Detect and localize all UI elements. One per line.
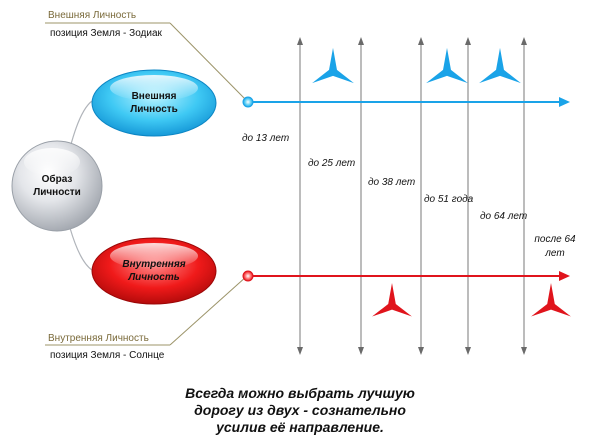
tri-star-icon — [531, 282, 571, 317]
inner-node[interactable] — [91, 237, 217, 305]
outer-node-line2: Личность — [130, 104, 178, 115]
timeline-divider — [418, 37, 424, 355]
arrowhead-icon — [358, 347, 364, 355]
outer-title: Внешняя Личность — [48, 10, 137, 21]
caption-line2: дорогу из двух - сознательно — [194, 402, 406, 418]
timeline-divider — [297, 37, 303, 355]
outer-path-start-dot — [242, 96, 254, 108]
callout-lines — [45, 22, 248, 346]
outer-node[interactable] — [91, 69, 217, 137]
inner-node-line1: Внутренняя — [122, 259, 186, 270]
age-label-38: до 38 лет — [368, 177, 416, 188]
arrowhead-icon — [559, 97, 570, 107]
tri-star-icon — [426, 47, 468, 84]
tri-star-icon — [372, 282, 412, 317]
age-label-13: до 13 лет — [242, 133, 290, 144]
timeline-dividers — [297, 37, 527, 355]
timeline-divider — [465, 37, 471, 355]
arrowhead-icon — [418, 37, 424, 45]
caption: Всегда можно выбрать лучшую дорогу из дв… — [170, 385, 430, 436]
caption-line1: Всегда можно выбрать лучшую — [185, 385, 415, 401]
age-label-after-64-line1: после 64 — [534, 234, 576, 245]
timeline-divider — [521, 37, 527, 355]
tri-star-icon — [312, 47, 354, 84]
arrowhead-icon — [358, 37, 364, 45]
node-connectors — [69, 100, 93, 271]
inner-node-label: Внутренняя Личность — [114, 258, 194, 284]
age-label-64: до 64 лет — [480, 211, 528, 222]
outer-subtitle: позиция Земля - Зодиак — [50, 28, 162, 39]
arrowhead-icon — [521, 37, 527, 45]
age-label-after-64: после 64 лет — [530, 233, 580, 261]
caption-line3: усилив её направление. — [216, 419, 384, 435]
inner-node-line2: Личность — [128, 272, 180, 283]
inner-path-start-dot — [242, 270, 254, 282]
age-label-51: до 51 года — [424, 194, 474, 205]
inner-title: Внутренняя Личность — [48, 333, 149, 344]
outer-node-label: Внешняя Личность — [114, 90, 194, 116]
arrowhead-icon — [521, 347, 527, 355]
outer-node-line1: Внешняя — [131, 91, 177, 102]
outer-path-arrow — [242, 96, 570, 108]
arrowhead-icon — [559, 271, 570, 281]
age-label-25: до 25 лет — [308, 158, 356, 169]
center-node-label: Образ Личности — [17, 173, 97, 199]
inner-subtitle: позиция Земля - Солнце — [50, 350, 165, 361]
center-node-line1: Образ — [41, 174, 73, 185]
markers — [312, 47, 571, 317]
arrowhead-icon — [418, 347, 424, 355]
arrowhead-icon — [297, 37, 303, 45]
age-label-after-64-line2: лет — [545, 248, 565, 259]
timeline-divider — [358, 37, 364, 355]
arrowhead-icon — [465, 347, 471, 355]
arrowhead-icon — [465, 37, 471, 45]
center-node[interactable] — [11, 140, 103, 232]
inner-path-arrow — [242, 270, 570, 282]
tri-star-icon — [479, 47, 521, 84]
arrowhead-icon — [297, 347, 303, 355]
center-node-line2: Личности — [33, 187, 81, 198]
